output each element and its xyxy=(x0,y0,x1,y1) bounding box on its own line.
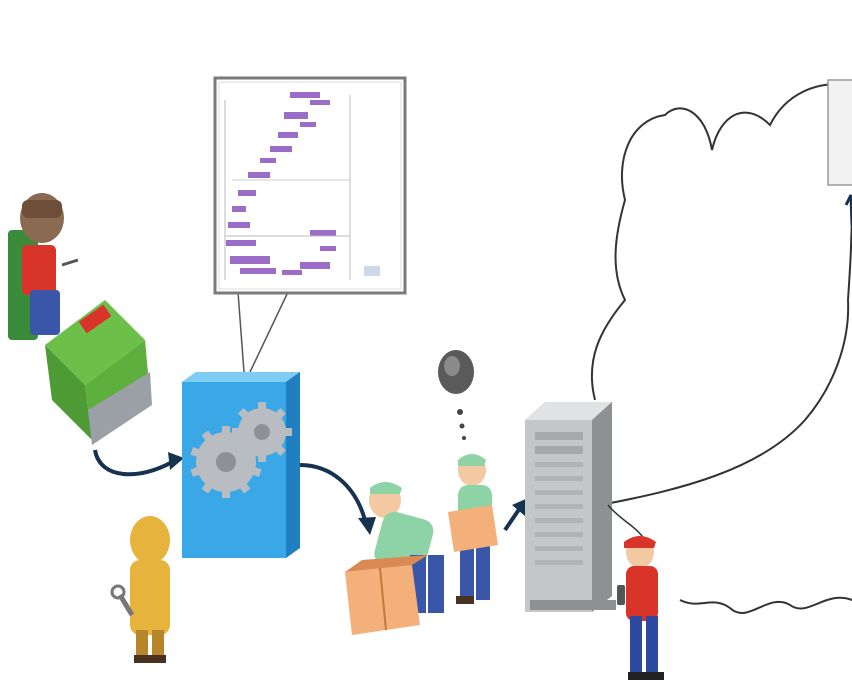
worker-with-thought-icon xyxy=(448,454,498,604)
gear-tooth xyxy=(222,488,230,498)
process-chart-popup-icon xyxy=(215,78,405,372)
helper-with-wrench-icon xyxy=(112,516,170,663)
worker-reading-manual-icon xyxy=(8,193,78,340)
software-manual-book-icon xyxy=(45,300,152,445)
gear-tooth xyxy=(258,452,266,462)
gear-tooth xyxy=(282,428,292,436)
gear-tooth xyxy=(222,426,230,436)
thought-bubble-icon xyxy=(438,350,474,440)
gear-processing-box-icon xyxy=(182,372,300,558)
gear-tooth xyxy=(232,428,242,436)
network-cloud-icon xyxy=(592,80,852,613)
technician-on-phone-icon xyxy=(608,505,664,680)
gear-tooth xyxy=(258,402,266,412)
server-tower-icon xyxy=(525,402,616,612)
